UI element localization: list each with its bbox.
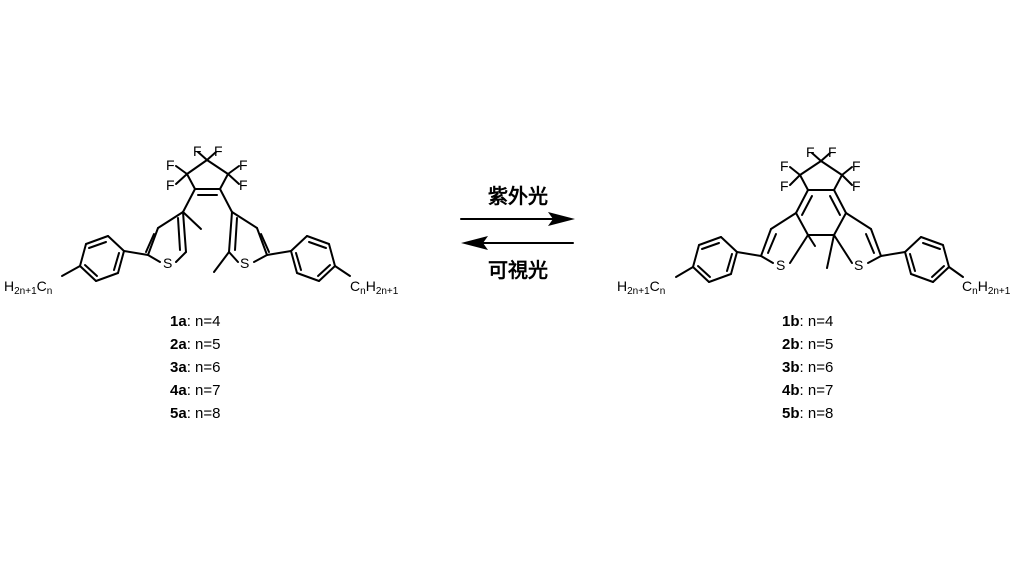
fluorine-atom: F xyxy=(852,178,861,194)
fluorine-atom: F xyxy=(239,177,248,193)
chain-subscript: 2n+1 xyxy=(14,286,37,297)
chain-subscript: n xyxy=(360,286,366,297)
left-phenyl-2 xyxy=(266,235,351,282)
chain-h: H xyxy=(978,278,988,294)
chain-h: H xyxy=(366,278,376,294)
chain-subscript: n xyxy=(660,286,666,297)
right-alkyl-chain-label: CnH2n+1 xyxy=(962,278,1011,297)
right-phenyl-1 xyxy=(675,236,762,283)
fluorine-atom: F xyxy=(193,143,202,159)
fluorine-atom: F xyxy=(214,143,223,159)
compound-label: 5b: n=8 xyxy=(782,405,833,422)
equilibrium-arrows: 紫外光 可視光 xyxy=(460,184,575,282)
right-molecule: F F F F F F xyxy=(617,144,1011,422)
compound-label: 4a: n=7 xyxy=(170,382,220,399)
left-alkyl-chain-label: H2n+1Cn xyxy=(4,278,52,297)
left-phenyl-1 xyxy=(61,235,149,282)
fluorine-atom: F xyxy=(852,158,861,174)
compound-label: 5a: n=8 xyxy=(170,405,220,422)
fluorine-atom: F xyxy=(828,144,837,160)
sulfur-atom: S xyxy=(854,257,863,273)
sulfur-atom: S xyxy=(240,255,249,271)
left-molecule: F F F F F F S xyxy=(4,143,399,422)
compound-label: 1b: n=4 xyxy=(782,313,833,330)
chain-subscript: 2n+1 xyxy=(376,286,399,297)
compound-label: 4b: n=7 xyxy=(782,382,833,399)
fluorine-atom: F xyxy=(780,178,789,194)
chain-subscript: 2n+1 xyxy=(627,286,650,297)
chain-subscript: n xyxy=(972,286,978,297)
chain-c: C xyxy=(37,278,47,294)
sulfur-atom: S xyxy=(163,255,172,271)
left-compound-list: 1a: n=4 2a: n=5 3a: n=6 4a: n=7 5a: n=8 xyxy=(170,313,220,422)
right-cyclopentane-ring xyxy=(789,152,853,191)
right-fluorine-labels: F F F F F F xyxy=(780,144,861,194)
right-fused-core: S S xyxy=(760,189,882,273)
fluorine-atom: F xyxy=(780,158,789,174)
compound-label: 2b: n=5 xyxy=(782,336,833,353)
chain-subscript: n xyxy=(47,286,53,297)
right-compound-list: 1b: n=4 2b: n=5 3b: n=6 4b: n=7 5b: n=8 xyxy=(782,313,833,422)
forward-light-label: 紫外光 xyxy=(488,184,548,208)
left-alkyl-chain-label: H2n+1Cn xyxy=(617,278,665,297)
left-fluorine-labels: F F F F F F xyxy=(166,143,248,193)
left-cyclopentene-ring xyxy=(175,151,240,196)
right-phenyl-2 xyxy=(880,236,964,283)
forward-arrowhead xyxy=(548,212,575,226)
left-thiophene-1: S xyxy=(145,188,202,271)
compound-label: 2a: n=5 xyxy=(170,336,220,353)
chain-h: H xyxy=(4,278,14,294)
right-alkyl-chain-label: CnH2n+1 xyxy=(350,278,399,297)
sulfur-atom: S xyxy=(776,257,785,273)
fluorine-atom: F xyxy=(166,157,175,173)
chain-c: C xyxy=(350,278,360,294)
fluorine-atom: F xyxy=(806,144,815,160)
chain-c: C xyxy=(650,278,660,294)
chain-h: H xyxy=(617,278,627,294)
chain-subscript: 2n+1 xyxy=(988,286,1011,297)
compound-label: 3a: n=6 xyxy=(170,359,220,376)
reverse-light-label: 可視光 xyxy=(488,258,548,282)
reverse-arrowhead xyxy=(461,236,488,250)
fluorine-atom: F xyxy=(166,177,175,193)
fluorine-atom: F xyxy=(239,157,248,173)
compound-label: 1a: n=4 xyxy=(170,313,220,330)
left-thiophene-2: S xyxy=(213,188,270,273)
chain-c: C xyxy=(962,278,972,294)
compound-label: 3b: n=6 xyxy=(782,359,833,376)
